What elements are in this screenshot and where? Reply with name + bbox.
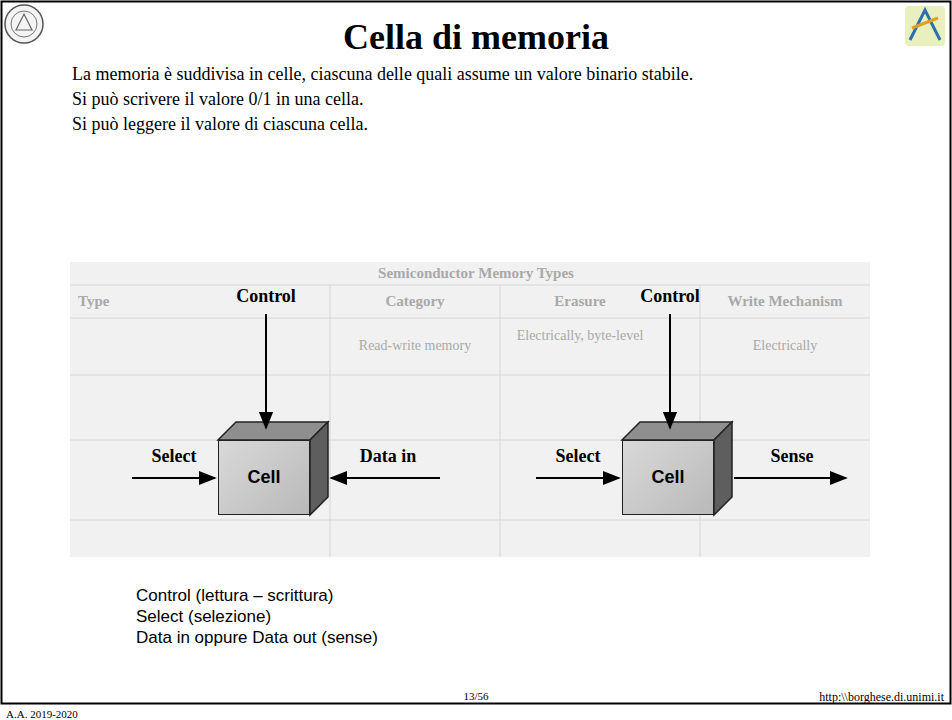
faded-table-title: Semiconductor Memory Types xyxy=(378,265,574,282)
cell-cube-faces xyxy=(622,422,732,515)
legend-text: Data in oppure Data out (sense) xyxy=(136,628,378,648)
footer-url: http:\\borghese.di.unimi.it xyxy=(819,690,944,705)
body-text: La memoria è suddivisa in celle, ciascun… xyxy=(72,64,693,85)
faded-table-header: Write Mechanism xyxy=(727,293,842,310)
legend-text: Control (lettura – scrittura) xyxy=(136,586,333,606)
signal-name: Sense xyxy=(770,446,813,467)
faded-table-header: Erasure xyxy=(554,293,605,310)
data-in-arrow xyxy=(331,477,440,479)
cell-cube-faces xyxy=(218,422,328,515)
control-arrow xyxy=(265,314,267,428)
footer-text: A.A. 2019-2020 xyxy=(6,708,78,720)
signal-name: Control xyxy=(236,286,296,307)
lab-logo xyxy=(905,6,945,46)
faded-table xyxy=(70,262,870,557)
page-number: 13/56 xyxy=(463,690,488,702)
control-arrow xyxy=(669,314,671,428)
legend-text: Select (selezione) xyxy=(136,607,271,627)
slide-title: Cella di memoria xyxy=(343,16,609,58)
select-arrow xyxy=(132,477,215,479)
slide-frame xyxy=(2,2,951,704)
memory-cell: Cell xyxy=(622,440,714,515)
signal-name: Data in xyxy=(360,446,417,467)
faded-table-cell: Read-write memory xyxy=(359,338,471,354)
memory-cell: Cell xyxy=(218,440,310,515)
faded-table-header: Category xyxy=(385,293,444,310)
faded-table-cell: Electrically xyxy=(753,338,818,354)
sense-arrow xyxy=(734,477,846,479)
university-logo xyxy=(5,5,43,43)
body-text: Si può leggere il valore di ciascuna cel… xyxy=(72,114,368,135)
select-arrow xyxy=(536,477,619,479)
faded-table-header: Type xyxy=(78,293,109,310)
cell-label: Cell xyxy=(247,467,280,488)
cell-label: Cell xyxy=(651,467,684,488)
signal-name: Select xyxy=(152,446,197,467)
signal-name: Control xyxy=(640,286,700,307)
faded-table-cell: Electrically, byte-level xyxy=(517,328,644,344)
body-text: Si può scrivere il valore 0/1 in una cel… xyxy=(72,89,363,110)
signal-name: Select xyxy=(556,446,601,467)
